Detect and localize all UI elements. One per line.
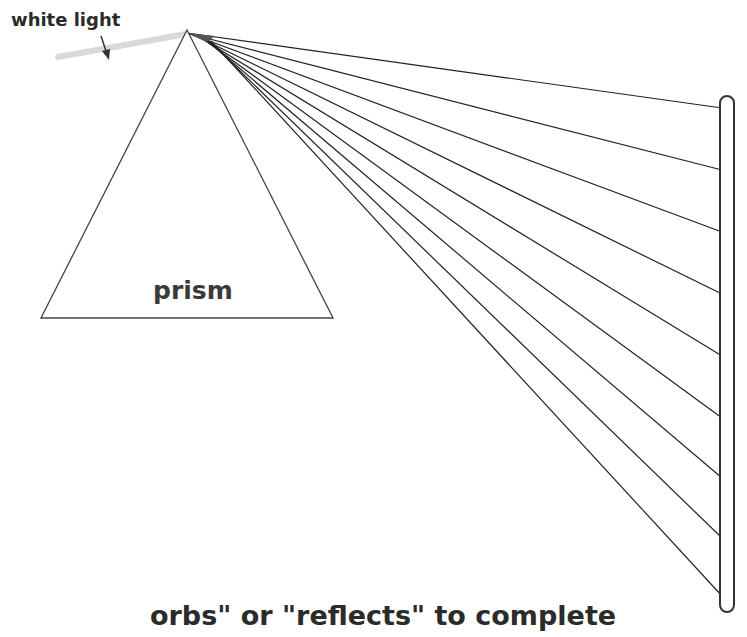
white-light-pointer [101,36,110,60]
prism-label: prism [153,276,233,305]
cut-heading: orbs" or "reflects" to complete [150,600,616,631]
light-label: white light [11,9,120,30]
prism-shape: prism [40,29,334,319]
white-light-beam [58,34,186,57]
screen [720,96,734,612]
prism-outline [40,29,334,319]
